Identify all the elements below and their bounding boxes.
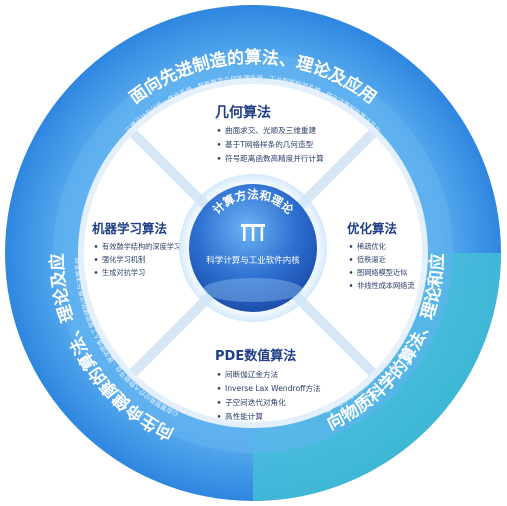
bullet-dot bbox=[349, 284, 353, 287]
quadrant-right-item: 图网络模型近似 bbox=[357, 268, 407, 277]
quadrant-bottom-item: 子空间迭代对角化 bbox=[225, 397, 286, 407]
quadrant-right-item: 低秩逼近 bbox=[357, 255, 386, 264]
quadrant-left-item: 强化学习机制 bbox=[102, 255, 145, 264]
core-label: 科学计算与工业软件内核 bbox=[206, 255, 300, 266]
quadrant-top-item: 符号距离函数高精度并行计算 bbox=[225, 153, 324, 163]
core-circle bbox=[189, 184, 317, 312]
bullet-dot bbox=[217, 129, 221, 132]
core-glow bbox=[203, 278, 303, 302]
pillar-structure-icon bbox=[241, 224, 265, 241]
bullet-dot bbox=[217, 387, 221, 390]
quadrant-right-title: 优化算法 bbox=[347, 221, 398, 236]
bullet-dot bbox=[217, 157, 221, 160]
quadrant-bottom: PDE数值算法 间断伽辽金方法 Inverse Lax Wendroff方法子空间… bbox=[215, 348, 321, 421]
bullet-dot bbox=[217, 143, 221, 146]
quadrant-top-item: 曲面求交、光顺及三维重建 bbox=[225, 125, 317, 135]
bullet-dot bbox=[94, 245, 98, 248]
bullet-dot bbox=[217, 401, 221, 404]
quadrant-left-item: 有效鼓学结构的深度学习 bbox=[102, 242, 181, 251]
quadrant-bottom-item: 高性能计算 bbox=[225, 411, 263, 421]
quadrant-left-item: 生成对抗学习 bbox=[102, 268, 145, 277]
quadrant-disc-edge bbox=[78, 78, 428, 428]
bullet-dot bbox=[349, 271, 353, 274]
quadrant-left-title: 机器学习算法 bbox=[92, 221, 168, 236]
quadrant-top: 几何算法 曲面求交、光顺及三维重建基于T网格样条的几何造型符号距离函数高精度并行… bbox=[215, 104, 324, 163]
bullet-dot bbox=[217, 373, 221, 376]
bullet-dot bbox=[349, 258, 353, 261]
bullet-dot bbox=[94, 271, 98, 274]
bullet-dot bbox=[217, 415, 221, 418]
quadrant-top-title: 几何算法 bbox=[215, 104, 271, 121]
quadrant-bottom-item: Inverse Lax Wendroff方法 bbox=[225, 383, 321, 393]
bullet-dot bbox=[349, 245, 353, 248]
quadrant-top-item: 基于T网格样条的几何造型 bbox=[225, 139, 314, 149]
bullet-dot bbox=[94, 258, 98, 261]
quadrant-bottom-items: 间断伽辽金方法 Inverse Lax Wendroff方法子空间迭代对角化高性能… bbox=[217, 369, 321, 421]
quadrant-bottom-title: PDE数值算法 bbox=[215, 348, 296, 364]
quadrant-bottom-item: 间断伽辽金方法 bbox=[225, 369, 279, 379]
quadrant-right-item: 稀疏优化 bbox=[357, 242, 386, 251]
quadrant-right-item: 非线性成本网络流 bbox=[357, 281, 415, 290]
